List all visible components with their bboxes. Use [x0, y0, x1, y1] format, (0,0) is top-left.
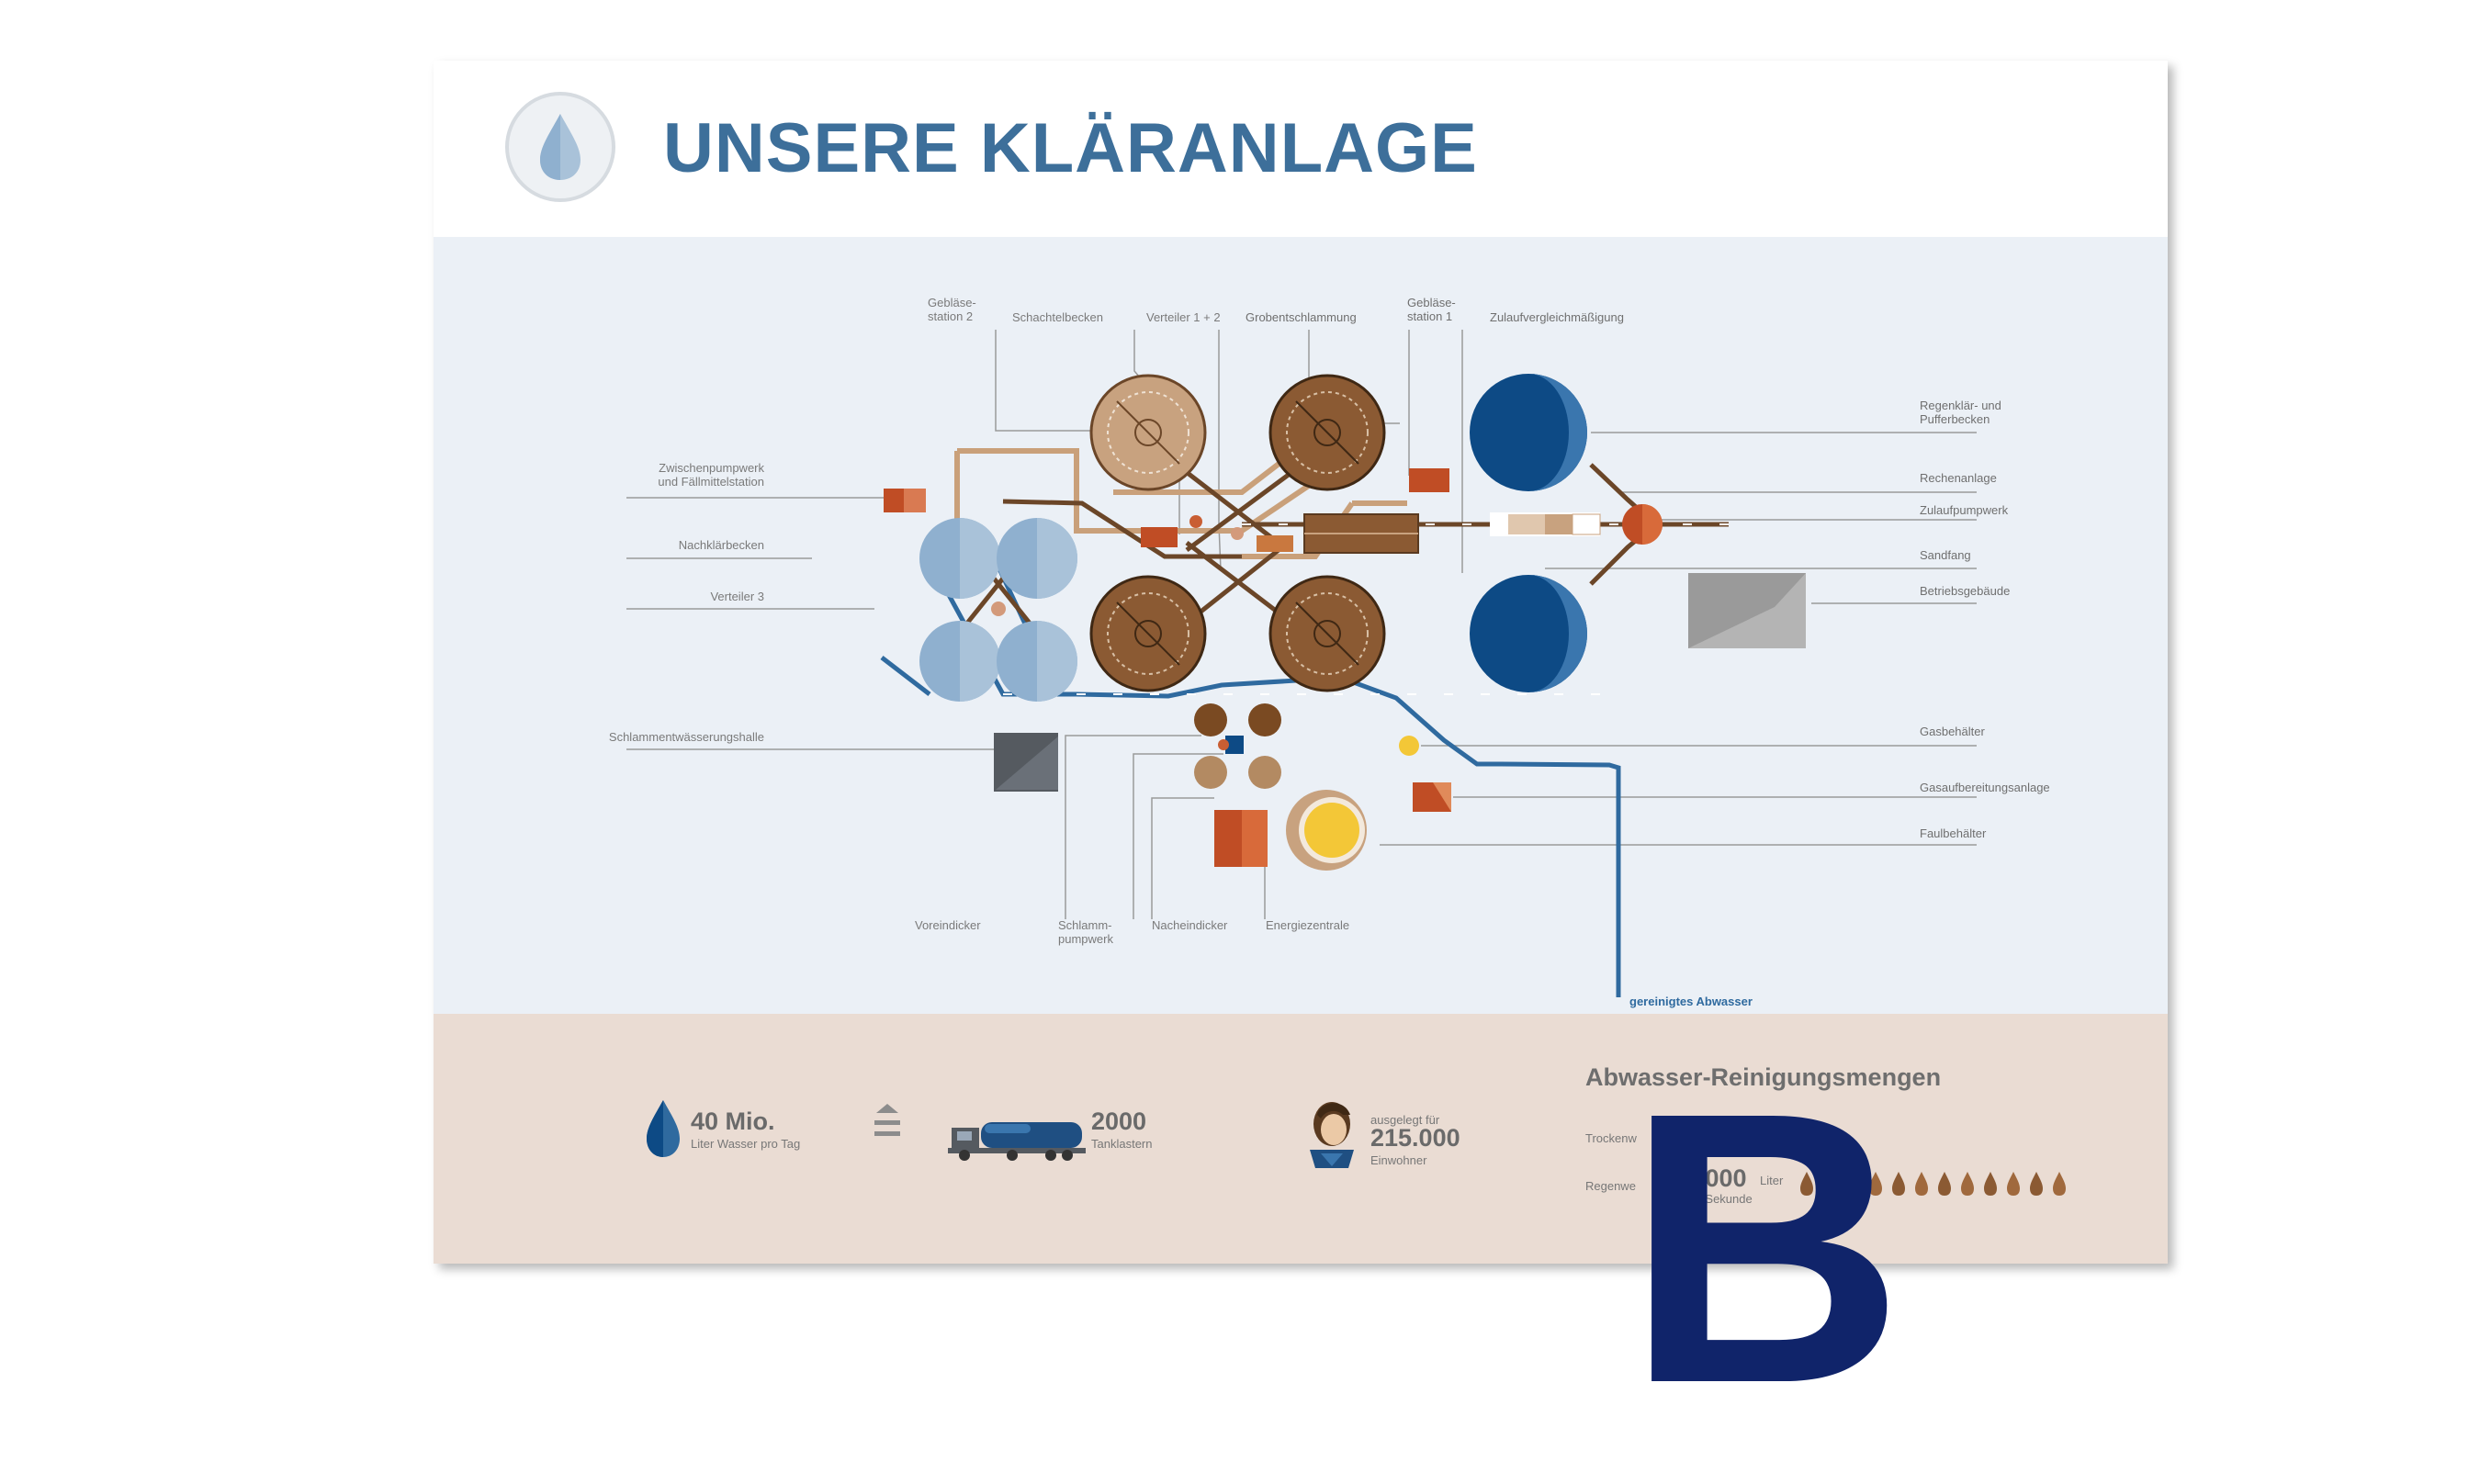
rain-drop-icon — [1915, 1172, 1928, 1196]
label-schlammentwaesserung: Schlammentwässerungshalle — [608, 730, 764, 744]
label-sandfang: Sandfang — [1920, 548, 1971, 562]
page-title: UNSERE KLÄRANLAGE — [663, 109, 1478, 187]
rain-drop-icon — [2030, 1172, 2043, 1196]
schachtelbecken-tanks — [1089, 374, 1386, 692]
label-zulaufpumpwerk: Zulaufpumpwerk — [1920, 503, 2009, 517]
label-regenklaer: Regenklär- und Pufferbecken — [1920, 399, 2001, 426]
label-geblaese2: Gebläse- station 2 — [928, 296, 976, 323]
label-voreindicker: Voreindicker — [915, 918, 981, 932]
gasbehaelter-node — [1399, 736, 1419, 756]
eindicker-tanks — [1194, 703, 1281, 789]
label-energiezentrale: Energiezentrale — [1266, 918, 1350, 932]
geblaese1-block — [1409, 468, 1449, 492]
rain-drop-icon — [1846, 1172, 1859, 1196]
water-drop-icon — [647, 1100, 680, 1157]
dry-drop-icon — [1799, 1119, 1816, 1141]
verteiler-block — [1141, 527, 1178, 547]
rain-drop-icon — [1892, 1172, 1905, 1196]
regenklaerbecken-tanks — [1470, 374, 1587, 692]
rain-drop-icon — [1984, 1172, 1997, 1196]
nachklaerbecken-tanks — [919, 518, 1077, 702]
label-nachklaerbecken: Nachklärbecken — [678, 538, 764, 552]
label-zulaufvergleich: Zulaufvergleichmäßigung — [1490, 310, 1624, 324]
overlay-letter: B — [1626, 1033, 1905, 1464]
water-value: 40 Mio. — [691, 1107, 775, 1135]
stats-area — [434, 1014, 2168, 1264]
label-rechenanlage: Rechenanlage — [1920, 471, 1997, 485]
equals-icon — [874, 1104, 900, 1136]
rain-drop-icon — [2053, 1172, 2066, 1196]
mengen-row1-label: Trockenw — [1585, 1131, 1637, 1145]
rain-drop-icon — [1869, 1172, 1882, 1196]
label-verteiler3: Verteiler 3 — [710, 590, 764, 603]
rain-drop-icon — [2007, 1172, 2020, 1196]
label-schlammpumpwerk: Schlamm- pumpwerk — [1058, 918, 1113, 946]
resident-avatar-icon — [1310, 1102, 1354, 1168]
label-gasaufbereitung: Gasaufbereitungsanlage — [1920, 781, 2050, 794]
poster: UNSERE KLÄRANLAGE — [434, 61, 2168, 1264]
residents-prefix: ausgelegt für — [1370, 1113, 1440, 1127]
label-nacheindicker: Nacheindicker — [1152, 918, 1228, 932]
mengen-row2-caption: pro Sekunde — [1685, 1192, 1753, 1206]
rain-drop-icon — [1938, 1172, 1951, 1196]
mengen-row2-unit: Liter — [1760, 1174, 1784, 1187]
residents-value: 215.000 — [1370, 1124, 1460, 1152]
label-zwischenpumpwerk: Zwischenpumpwerk und Fällmittelstation — [658, 461, 764, 489]
residents-caption: Einwohner — [1370, 1153, 1427, 1167]
rain-drop-icon — [1823, 1172, 1836, 1196]
rain-drops-row — [1800, 1172, 2066, 1196]
rain-drop-icon — [1961, 1172, 1974, 1196]
label-outflow: gereinigtes Abwasser — [1629, 995, 1753, 1008]
rain-drop-icon — [1800, 1172, 1813, 1196]
water-caption: Liter Wasser pro Tag — [691, 1137, 801, 1151]
label-faulbehaelter: Faulbehälter — [1920, 826, 1987, 840]
label-verteiler12: Verteiler 1 + 2 — [1146, 310, 1221, 324]
trucks-value: 2000 — [1091, 1107, 1147, 1135]
mengen-title: Abwasser-Reinigungsmengen — [1585, 1063, 1942, 1091]
label-gasbehaelter: Gasbehälter — [1920, 725, 1985, 738]
tank-truck-icon — [948, 1122, 1086, 1161]
mengen-row2-label: Regenwe — [1585, 1179, 1636, 1193]
plant-diagram — [626, 330, 1977, 1168]
label-geblaese1: Gebläse- station 1 — [1407, 296, 1456, 323]
label-grobentschlammung: Grobentschlammung — [1246, 310, 1357, 324]
mengen-row2-value: 5.000 — [1685, 1164, 1747, 1192]
water-drop-logo-icon — [505, 92, 615, 202]
label-betriebsgebaeude: Betriebsgebäude — [1920, 584, 2011, 598]
trucks-caption: Tanklastern — [1091, 1137, 1153, 1151]
label-schachtelbecken: Schachtelbecken — [1012, 310, 1104, 324]
